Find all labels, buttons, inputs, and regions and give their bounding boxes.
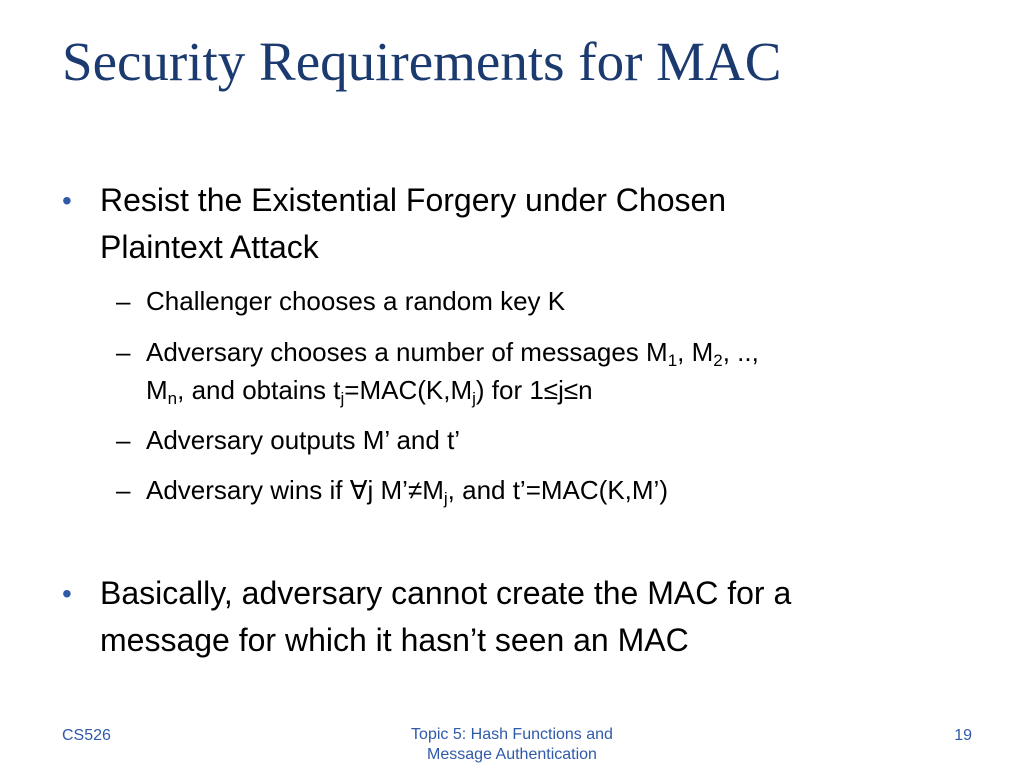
- text-run: ) for 1≤j≤n: [475, 375, 593, 405]
- page-number: 19: [954, 727, 972, 744]
- bullet-line: Plaintext Attack: [100, 229, 319, 265]
- footer-topic: Topic 5: Hash Functions and Message Auth…: [362, 725, 662, 765]
- footer-topic-line: Message Authentication: [427, 746, 597, 763]
- text-run: M: [146, 375, 168, 405]
- bullet-line: Basically, adversary cannot create the M…: [100, 575, 792, 611]
- text-run: Adversary chooses a number of messages M: [146, 337, 668, 367]
- bullet-marker: •: [62, 185, 72, 216]
- sub-marker: –: [116, 337, 131, 367]
- bullet-text: Basically, adversary cannot create the M…: [100, 570, 980, 664]
- text-run: , and t’=MAC(K,M’): [447, 475, 668, 505]
- sub-text: Adversary wins if ∀j M’≠Mj, and t’=MAC(K…: [146, 471, 946, 509]
- text-run: , ..,: [722, 337, 759, 367]
- subscript: j: [443, 489, 448, 508]
- sub-text: Adversary outputs M’ and t’: [146, 425, 461, 455]
- slide-title: Security Requirements for MAC: [62, 31, 782, 92]
- text-run: Adversary wins if ∀j M’≠M: [146, 475, 444, 505]
- subscript: j: [340, 389, 345, 408]
- sub-marker: –: [116, 475, 131, 505]
- subscript: 1: [667, 351, 678, 370]
- sub-text: Challenger chooses a random key K: [146, 286, 566, 316]
- subscript: n: [167, 389, 178, 408]
- text-run: , and obtains t: [177, 375, 341, 405]
- bullet-line: Resist the Existential Forgery under Cho…: [100, 182, 727, 218]
- sub-line: Mn, and obtains tj=MAC(K,Mj) for 1≤j≤n: [146, 371, 946, 409]
- subscript: j: [472, 389, 476, 408]
- sub-line: Adversary chooses a number of messages M…: [146, 333, 946, 371]
- footer-course: CS526: [62, 727, 111, 744]
- sub-text: Adversary chooses a number of messages M…: [146, 333, 946, 409]
- bullet-text: Resist the Existential Forgery under Cho…: [100, 177, 980, 271]
- footer-topic-line: Topic 5: Hash Functions and: [411, 726, 613, 743]
- subscript: 2: [713, 351, 723, 370]
- sub-marker: –: [116, 286, 131, 316]
- text-run: =MAC(K,M: [344, 375, 473, 405]
- bullet-line: message for which it hasn’t seen an MAC: [100, 622, 689, 658]
- bullet-marker: •: [62, 578, 72, 609]
- text-run: , M: [677, 337, 714, 367]
- sub-marker: –: [116, 425, 131, 455]
